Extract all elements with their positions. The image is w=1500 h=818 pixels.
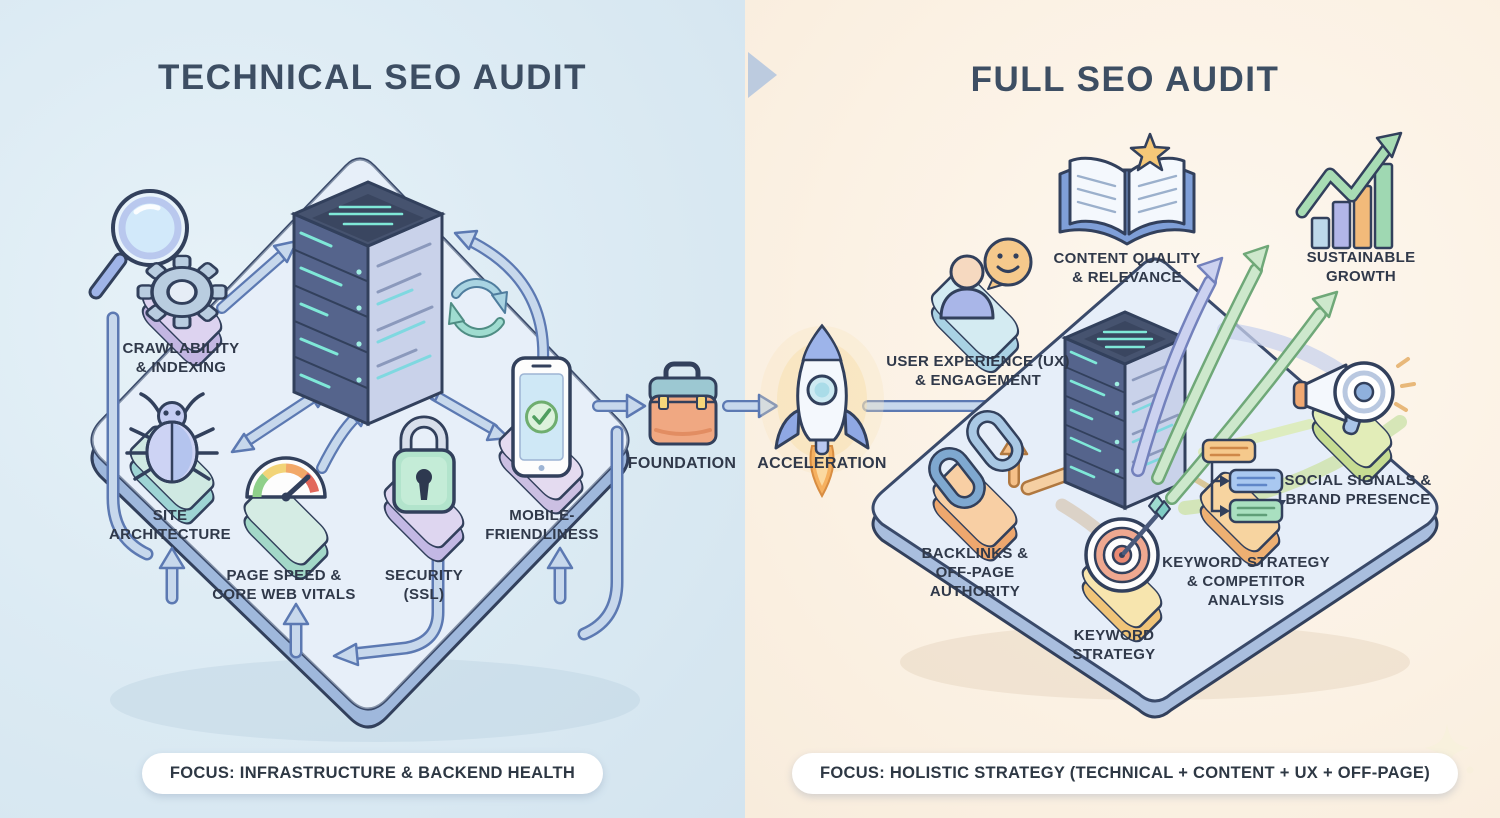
toolbox-icon xyxy=(648,361,718,446)
label-crawlability: CRAWLABILITY & INDEXING xyxy=(122,340,240,377)
person-chat-icon xyxy=(939,237,1033,320)
divider-arrow-icon xyxy=(748,52,777,98)
left-focus-pill: FOCUS: INFRASTRUCTURE & BACKEND HEALTH xyxy=(141,753,604,794)
server-icon xyxy=(290,180,446,427)
label-security: SECURITY (SSL) xyxy=(384,567,464,604)
label-user-experience: USER EXPERIENCE (UX) & ENGAGEMENT xyxy=(886,353,1070,390)
right-focus-pill: FOCUS: HOLISTIC STRATEGY (TECHNICAL + CO… xyxy=(791,753,1459,794)
label-foundation: FOUNDATION xyxy=(627,455,737,472)
label-sustainable-growth: SUSTAINABLE GROWTH xyxy=(1306,249,1416,286)
label-acceleration: ACCELERATION xyxy=(757,455,887,472)
lock-icon xyxy=(392,415,456,514)
label-keyword-strategy: KEYWORD STRATEGY xyxy=(1072,627,1156,664)
left-title: TECHNICAL SEO AUDIT xyxy=(157,58,588,97)
left-flow-arrows xyxy=(106,311,624,667)
rocket-icon xyxy=(760,323,884,499)
bug-icon xyxy=(125,392,219,484)
sparkle-icon xyxy=(1425,724,1474,774)
target-dart-icon xyxy=(1084,494,1171,593)
flowchart-icon xyxy=(1201,438,1286,524)
megaphone-icon xyxy=(1292,357,1416,436)
label-backlinks: BACKLINKS & OFF-PAGE AUTHORITY xyxy=(921,545,1029,601)
label-mobile: MOBILE- FRIENDLINESS xyxy=(485,507,599,544)
right-focus-wrap: FOCUS: HOLISTIC STRATEGY (TECHNICAL + CO… xyxy=(750,753,1500,794)
growth-chart-icon xyxy=(1295,131,1403,250)
sync-arrows-icon xyxy=(448,278,508,338)
label-content-quality: CONTENT QUALITY & RELEVANCE xyxy=(1053,250,1201,287)
speedometer-icon xyxy=(245,456,327,502)
label-competitor-analysis: KEYWORD STRATEGY & COMPETITOR ANALYSIS xyxy=(1162,554,1330,610)
label-site-architecture: SITE ARCHITECTURE xyxy=(109,507,231,544)
open-book-star-icon xyxy=(1058,132,1196,246)
magnifier-icon xyxy=(88,189,189,300)
right-growth-arrows xyxy=(1131,244,1339,505)
left-connector-arrows xyxy=(216,229,550,474)
left-focus-wrap: FOCUS: INFRASTRUCTURE & BACKEND HEALTH xyxy=(0,753,745,794)
gear-icon xyxy=(136,254,228,330)
server-icon-right xyxy=(1061,310,1189,511)
label-page-speed: PAGE SPEED & CORE WEB VITALS xyxy=(212,567,356,604)
smartphone-icon xyxy=(511,356,572,478)
chain-links-icon xyxy=(928,410,1024,509)
right-title: FULL SEO AUDIT xyxy=(970,60,1280,99)
label-social-signals: SOCIAL SIGNALS & BRAND PRESENCE xyxy=(1284,472,1432,509)
